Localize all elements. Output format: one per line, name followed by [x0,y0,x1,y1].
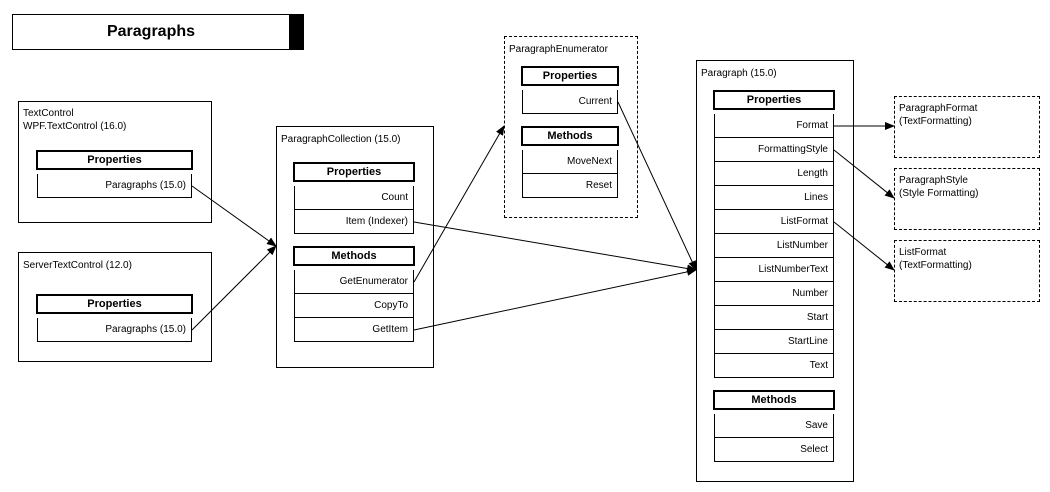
arrow-servertextcontrol-to-collection [191,245,277,331]
arrow-getenumerator-to-enumerator [413,125,505,283]
paragraphcollection-copyto-method: CopyTo [294,294,414,318]
paragraph-select-method: Select [714,438,834,462]
arrow-getitem-to-paragraph [413,267,697,331]
paragraphcollection-title: ParagraphCollection (15.0) [281,134,401,145]
paragraphformat-title: ParagraphFormat (TextFormatting) [899,103,978,127]
arrow-item-to-paragraph [413,221,697,273]
paragraphstyle-title: ParagraphStyle (Style Formatting) [899,175,979,199]
paragraphenumerator-movenext-method: MoveNext [522,150,618,174]
paragraph-listformat-property: ListFormat [714,210,834,234]
paragraph-title: Paragraph (15.0) [701,68,777,79]
paragraph-lines-property: Lines [714,186,834,210]
paragraph-start-property: Start [714,306,834,330]
paragraph-number-property: Number [714,282,834,306]
arrow-listformat-to-listformat [833,221,895,271]
paragraphcollection-count-property: Count [294,186,414,210]
paragraphcollection-item-property: Item (Indexer) [294,210,414,234]
paragraphcollection-getitem-method: GetItem [294,318,414,342]
servertextcontrol-properties-header: Properties [36,294,193,314]
paragraph-methods-header: Methods [713,390,835,410]
paragraph-save-method: Save [714,414,834,438]
paragraphstyle-box: ParagraphStyle (Style Formatting) [894,168,1040,230]
arrow-textcontrol-to-collection [191,185,277,247]
listformat-title: ListFormat (TextFormatting) [899,247,972,271]
servertextcontrol-title: ServerTextControl (12.0) [23,260,132,271]
paragraphenumerator-reset-method: Reset [522,174,618,198]
paragraphenumerator-title: ParagraphEnumerator [509,44,608,55]
paragraph-startline-property: StartLine [714,330,834,354]
textcontrol-title: TextControl WPF.TextControl (16.0) [23,108,127,132]
paragraph-format-property: Format [714,114,834,138]
paragraph-properties-header: Properties [713,90,835,110]
paragraphenumerator-methods-header: Methods [521,126,619,146]
title-banner: Paragraphs [12,14,304,50]
paragraph-listnumbertext-property: ListNumberText [714,258,834,282]
paragraphformat-box: ParagraphFormat (TextFormatting) [894,96,1040,158]
paragraph-text-property: Text [714,354,834,378]
paragraphenumerator-properties-header: Properties [521,66,619,86]
arrow-current-to-paragraph [617,101,697,271]
paragraphcollection-getenumerator-method: GetEnumerator [294,270,414,294]
listformat-box: ListFormat (TextFormatting) [894,240,1040,302]
textcontrol-paragraphs-property: Paragraphs (15.0) [37,174,192,198]
paragraphcollection-methods-header: Methods [293,246,415,266]
paragraphenumerator-current-property: Current [522,90,618,114]
paragraphcollection-properties-header: Properties [293,162,415,182]
servertextcontrol-paragraphs-property: Paragraphs (15.0) [37,318,192,342]
textcontrol-properties-header: Properties [36,150,193,170]
paragraph-length-property: Length [714,162,834,186]
page-title: Paragraphs [12,14,290,50]
arrow-formattingstyle-to-paragraphstyle [833,149,895,199]
paragraph-formattingstyle-property: FormattingStyle [714,138,834,162]
paragraph-listnumber-property: ListNumber [714,234,834,258]
